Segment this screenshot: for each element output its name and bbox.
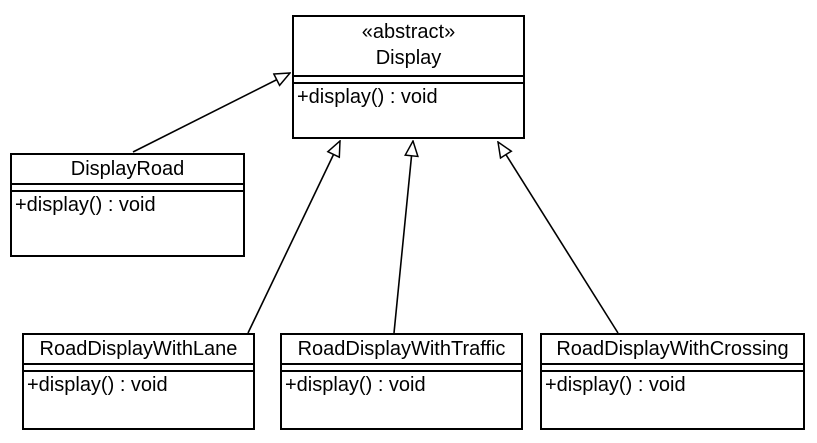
class-name: RoadDisplayWithCrossing [556,338,789,360]
class-name: Display [375,47,442,69]
class-method: +display() : void [27,374,168,396]
attributes-compartment [542,365,803,372]
methods-compartment: +display() : void [542,372,803,397]
methods-compartment: +display() : void [294,84,523,109]
class-box-roaddisplaywithcrossing: RoadDisplayWithCrossing +display() : voi… [540,333,805,430]
class-method: +display() : void [285,374,426,396]
attributes-compartment [294,77,523,84]
generalization-arrow-crossing-to-display [498,142,619,334]
methods-compartment: +display() : void [282,372,521,397]
class-stereotype: «abstract» [361,21,456,43]
class-method: +display() : void [15,194,156,216]
class-name-compartment: DisplayRoad [12,155,243,185]
generalization-arrow-displayroad-to-display [132,73,290,153]
attributes-compartment [282,365,521,372]
methods-compartment: +display() : void [12,192,243,217]
methods-compartment: +display() : void [24,372,253,397]
class-name: RoadDisplayWithLane [39,338,238,360]
generalization-arrow-lane-to-display [247,141,340,334]
attributes-compartment [12,185,243,192]
class-name-compartment: RoadDisplayWithCrossing [542,335,803,365]
class-box-displayroad: DisplayRoad +display() : void [10,153,245,257]
class-box-display: «abstract» Display +display() : void [292,15,525,139]
class-name-compartment: RoadDisplayWithLane [24,335,253,365]
attributes-compartment [24,365,253,372]
class-name: RoadDisplayWithTraffic [297,338,506,360]
class-name-compartment: «abstract» Display [294,17,523,77]
class-method: +display() : void [545,374,686,396]
class-name: DisplayRoad [70,158,185,180]
class-box-roaddisplaywithlane: RoadDisplayWithLane +display() : void [22,333,255,430]
class-box-roaddisplaywithtraffic: RoadDisplayWithTraffic +display() : void [280,333,523,430]
class-name-compartment: RoadDisplayWithTraffic [282,335,521,365]
class-method: +display() : void [297,86,438,108]
generalization-arrow-traffic-to-display [393,141,413,334]
